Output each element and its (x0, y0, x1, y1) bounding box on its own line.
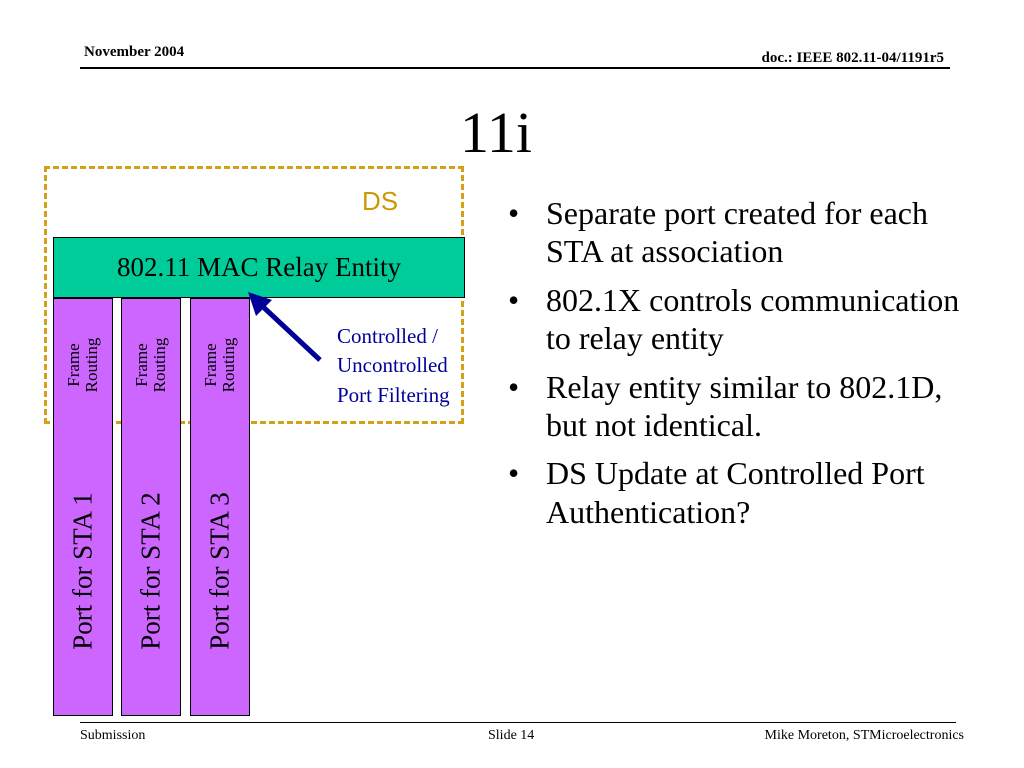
port-label: Port for STA 3 (204, 492, 235, 650)
bullet-item: 802.1X controls communication to relay e… (508, 281, 978, 358)
slide-title: 11i (460, 100, 532, 165)
footer-author: Mike Moreton, STMicroelectronics (764, 728, 964, 743)
bullet-item: Separate port created for each STA at as… (508, 194, 978, 271)
port-label: Port for STA 1 (67, 492, 98, 650)
frame-routing-label: Frame Routing (132, 337, 169, 393)
filter-arrow-icon (248, 292, 322, 362)
arrow-head (248, 292, 272, 316)
frame-label-line2: Routing (150, 337, 169, 393)
frame-routing-label: Frame Routing (64, 337, 101, 393)
footer-rule (80, 722, 956, 723)
filter-label-line: Controlled / (337, 324, 438, 348)
port-box-sta-2: Frame Routing Port for STA 2 (121, 298, 181, 716)
filter-label-line: Uncontrolled (337, 353, 448, 378)
header-rule (80, 67, 950, 69)
port-filtering-label: Controlled / Uncontrolled Port Filtering (337, 322, 450, 410)
frame-label-line1: Frame (64, 343, 84, 387)
footer-submission: Submission (80, 728, 146, 743)
frame-label-line1: Frame (201, 343, 221, 387)
frame-label-line2: Routing (219, 337, 238, 393)
port-label: Port for STA 2 (135, 492, 166, 650)
footer-slide-number: Slide 14 (488, 728, 535, 743)
bullet-list: Separate port created for each STA at as… (508, 194, 978, 541)
frame-label-line2: Routing (82, 337, 101, 393)
ds-label: DS (362, 186, 399, 216)
filter-label-line: Port Filtering (337, 382, 450, 407)
bullet-item: DS Update at Controlled Port Authenticat… (508, 454, 978, 531)
port-box-sta-1: Frame Routing Port for STA 1 (53, 298, 113, 716)
frame-label-line1: Frame (132, 343, 152, 387)
header-date: November 2004 (84, 44, 185, 60)
bullet-item: Relay entity similar to 802.1D, but not … (508, 368, 978, 445)
relay-entity-label: 802.11 MAC Relay Entity (117, 252, 401, 282)
header-doc-id: doc.: IEEE 802.11-04/1191r5 (761, 50, 944, 66)
arrow-shaft (258, 302, 322, 362)
port-box-sta-3: Frame Routing Port for STA 3 (190, 298, 250, 716)
frame-routing-label: Frame Routing (201, 337, 238, 393)
relay-entity-box: 802.11 MAC Relay Entity (53, 237, 465, 298)
